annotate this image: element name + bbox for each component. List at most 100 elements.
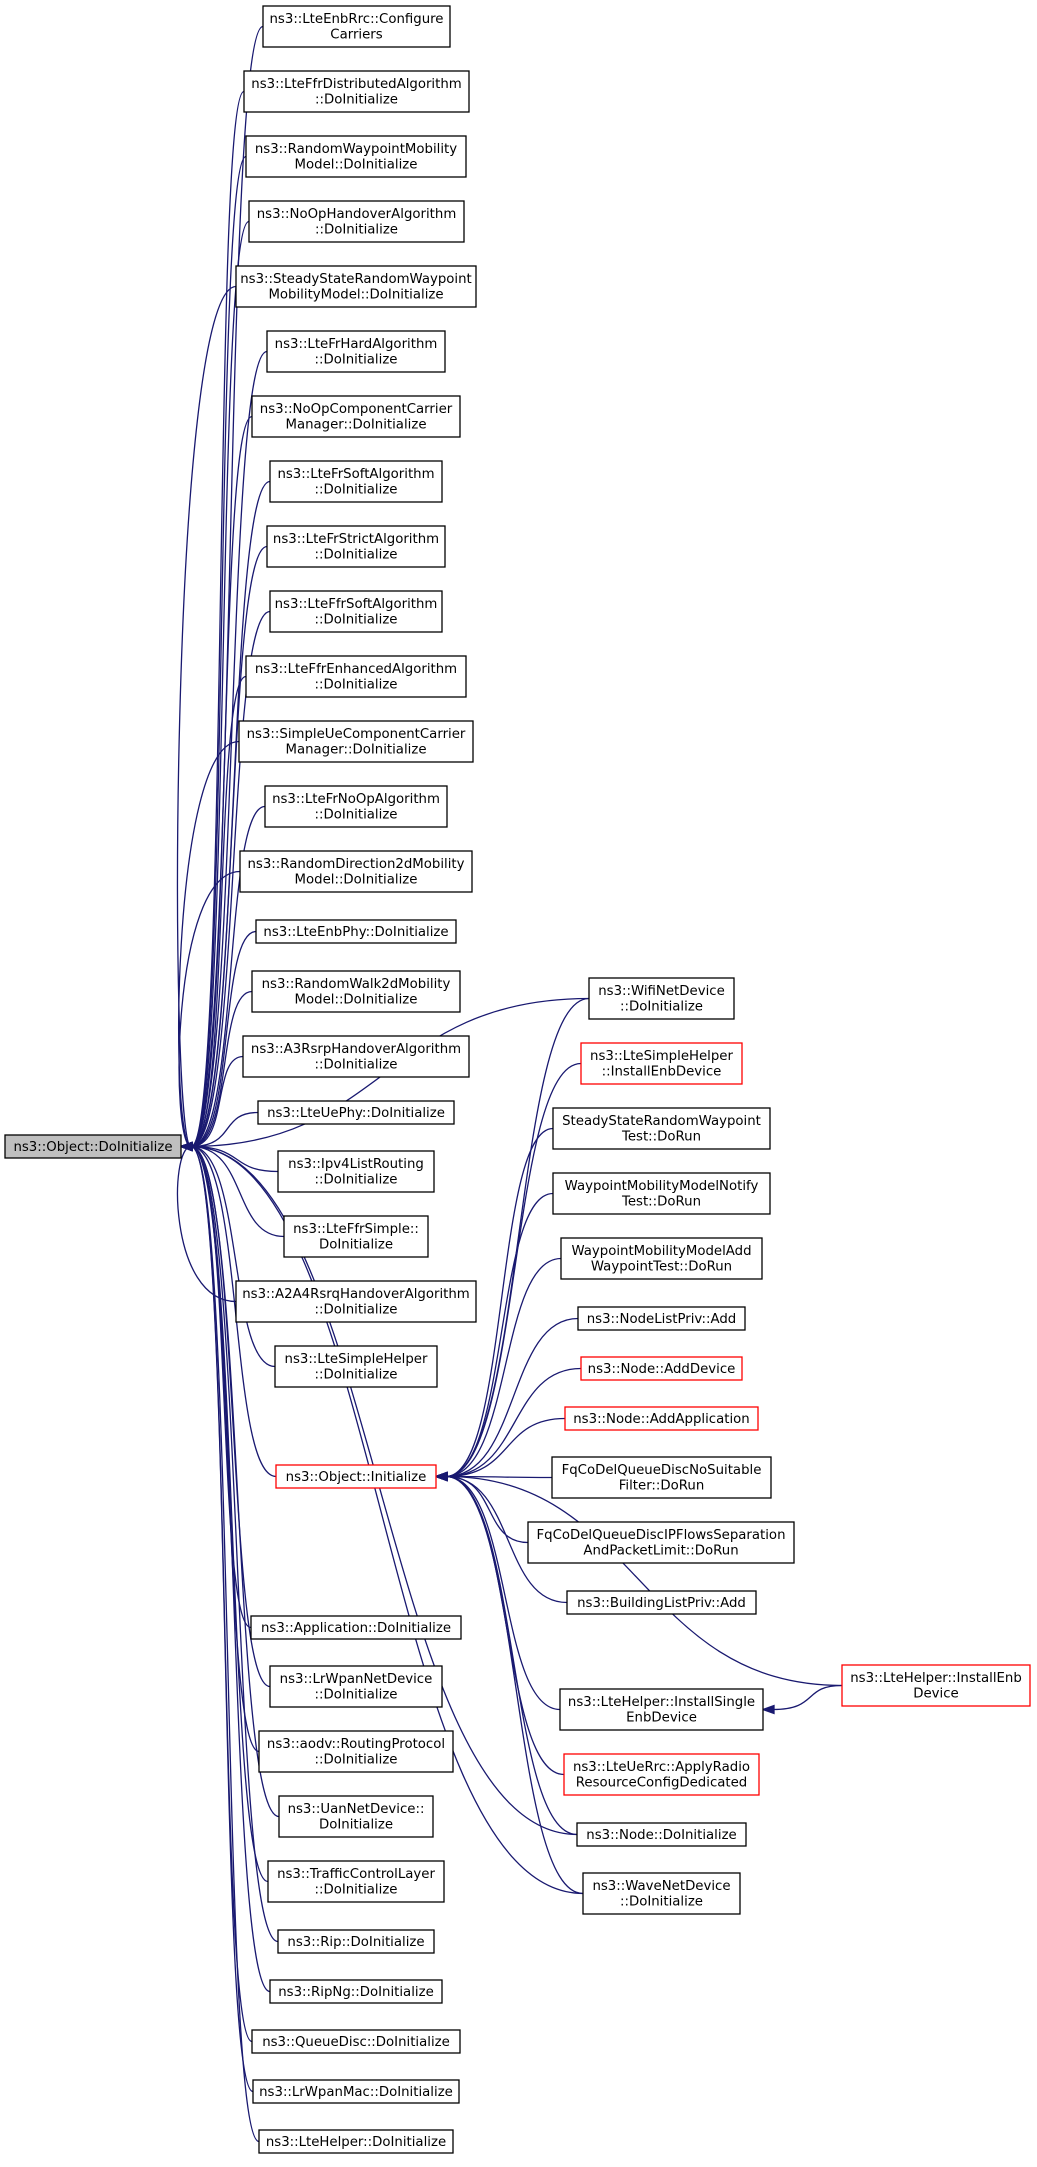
node-ns3-randomwalk2dmobility-model-doinitialize[interactable]: ns3::RandomWalk2dMobilityModel::DoInitia… <box>251 970 461 1013</box>
node-box[interactable] <box>274 1345 438 1388</box>
node-ns3-rip-doinitialize[interactable]: ns3::Rip::DoInitialize <box>277 1929 435 1954</box>
node-box[interactable] <box>278 1795 434 1838</box>
node-box[interactable] <box>266 330 446 373</box>
node-box[interactable] <box>552 1172 771 1215</box>
node-ns3-noopcomponentcarrier-manager-doinitialize[interactable]: ns3::NoOpComponentCarrierManager::DoInit… <box>251 395 461 438</box>
node-box[interactable] <box>258 2129 454 2154</box>
node-ns3-object-doinitialize[interactable]: ns3::Object::DoInitialize <box>4 1134 182 1159</box>
node-box[interactable] <box>269 1979 443 2004</box>
node-fqcodelqueuediscipflowsseparation-andpacketlimit-dorun[interactable]: FqCoDelQueueDiscIPFlowsSeparationAndPack… <box>527 1521 795 1564</box>
node-box[interactable] <box>250 1615 462 1640</box>
node-box[interactable] <box>238 720 474 763</box>
node-ns3-node-addapplication[interactable]: ns3::Node::AddApplication <box>564 1406 759 1431</box>
node-ns3-node-adddevice[interactable]: ns3::Node::AddDevice <box>580 1356 743 1381</box>
node-box[interactable] <box>580 1356 743 1381</box>
node-box[interactable] <box>564 1406 759 1431</box>
node-box[interactable] <box>251 2029 461 2054</box>
node-ns3-lrwpannetdevice-doinitialize[interactable]: ns3::LrWpanNetDevice::DoInitialize <box>269 1665 443 1708</box>
node-box[interactable] <box>566 1590 757 1615</box>
node-box[interactable] <box>262 5 451 48</box>
node-ns3-steadystaterandomwaypoint-mobilitymodel-doinitialize[interactable]: ns3::SteadyStateRandomWaypointMobilityMo… <box>235 265 477 308</box>
node-ns3-ltehelper-installenb-device[interactable]: ns3::LteHelper::InstallEnbDevice <box>841 1664 1031 1707</box>
node-box[interactable] <box>588 977 735 1020</box>
node-box[interactable] <box>275 1464 437 1489</box>
node-ns3-node-doinitialize[interactable]: ns3::Node::DoInitialize <box>576 1822 747 1847</box>
node-box[interactable] <box>267 1860 445 1903</box>
node-waypointmobilitymodeladd-waypointtest-dorun[interactable]: WaypointMobilityModelAddWaypointTest::Do… <box>560 1237 763 1280</box>
node-ns3-ltesimplehelper-installenbdevice[interactable]: ns3::LteSimpleHelper::InstallEnbDevice <box>580 1042 743 1085</box>
node-box[interactable] <box>235 265 477 308</box>
node-box[interactable] <box>582 1872 741 1915</box>
node-box[interactable] <box>269 460 443 503</box>
node-box[interactable] <box>277 1929 435 1954</box>
node-ns3-ltefrsoftalgorithm-doinitialize[interactable]: ns3::LteFrSoftAlgorithm::DoInitialize <box>269 460 443 503</box>
node-ns3-simpleuecomponentcarrier-manager-doinitialize[interactable]: ns3::SimpleUeComponentCarrierManager::Do… <box>238 720 474 763</box>
node-ns3-uannetdevice-doinitialize[interactable]: ns3::UanNetDevice::DoInitialize <box>278 1795 434 1838</box>
node-box[interactable] <box>245 135 467 178</box>
node-box[interactable] <box>251 395 461 438</box>
node-box[interactable] <box>551 1456 772 1499</box>
node-box[interactable] <box>264 785 448 828</box>
node-box[interactable] <box>4 1134 182 1159</box>
node-box[interactable] <box>245 655 467 698</box>
node-box[interactable] <box>560 1237 763 1280</box>
node-ns3-ltefrnoopalgorithm-doinitialize[interactable]: ns3::LteFrNoOpAlgorithm::DoInitialize <box>264 785 448 828</box>
node-ns3-ripng-doinitialize[interactable]: ns3::RipNg::DoInitialize <box>269 1979 443 2004</box>
node-box[interactable] <box>277 1150 435 1193</box>
node-box[interactable] <box>269 590 443 633</box>
node-box[interactable] <box>841 1664 1031 1707</box>
node-box[interactable] <box>527 1521 795 1564</box>
node-ns3-wavenetdevice-doinitialize[interactable]: ns3::WaveNetDevice::DoInitialize <box>582 1872 741 1915</box>
node-ns3-noophandoveralgorithm-doinitialize[interactable]: ns3::NoOpHandoverAlgorithm::DoInitialize <box>248 200 465 243</box>
node-ns3-lteenbphy-doinitialize[interactable]: ns3::LteEnbPhy::DoInitialize <box>255 919 457 944</box>
node-ns3-application-doinitialize[interactable]: ns3::Application::DoInitialize <box>250 1615 462 1640</box>
node-ns3-randomdirection2dmobility-model-doinitialize[interactable]: ns3::RandomDirection2dMobilityModel::DoI… <box>239 850 473 893</box>
node-ns3-lteffrsimple-doinitialize[interactable]: ns3::LteFfrSimple::DoInitialize <box>283 1215 429 1258</box>
node-box[interactable] <box>552 1107 771 1150</box>
node-ns3-object-initialize[interactable]: ns3::Object::Initialize <box>275 1464 437 1489</box>
node-box[interactable] <box>580 1042 743 1085</box>
node-ns3-randomwaypointmobility-model-doinitialize[interactable]: ns3::RandomWaypointMobilityModel::DoInit… <box>245 135 467 178</box>
node-box[interactable] <box>257 1100 455 1125</box>
node-box[interactable] <box>269 1665 443 1708</box>
node-ns3-ipv4listrouting-doinitialize[interactable]: ns3::Ipv4ListRouting::DoInitialize <box>277 1150 435 1193</box>
node-box[interactable] <box>577 1306 746 1331</box>
node-box[interactable] <box>258 1730 454 1773</box>
node-box[interactable] <box>283 1215 429 1258</box>
node-ns3-nodelistpriv-add[interactable]: ns3::NodeListPriv::Add <box>577 1306 746 1331</box>
node-ns3-ltefrstrictalgorithm-doinitialize[interactable]: ns3::LteFrStrictAlgorithm::DoInitialize <box>266 525 446 568</box>
node-box[interactable] <box>242 1035 470 1078</box>
node-ns3-lteffrdistributedalgorithm-doinitialize[interactable]: ns3::LteFfrDistributedAlgorithm::DoIniti… <box>243 70 470 113</box>
node-ns3-ltehelper-doinitialize[interactable]: ns3::LteHelper::DoInitialize <box>258 2129 454 2154</box>
node-ns3-queuedisc-doinitialize[interactable]: ns3::QueueDisc::DoInitialize <box>251 2029 461 2054</box>
node-ns3-lteffrenhancedalgorithm-doinitialize[interactable]: ns3::LteFfrEnhancedAlgorithm::DoInitiali… <box>245 655 467 698</box>
node-ns3-ltefrhardalgorithm-doinitialize[interactable]: ns3::LteFrHardAlgorithm::DoInitialize <box>266 330 446 373</box>
node-box[interactable] <box>576 1822 747 1847</box>
node-box[interactable] <box>248 200 465 243</box>
node-ns3-lteffrsoftalgorithm-doinitialize[interactable]: ns3::LteFfrSoftAlgorithm::DoInitialize <box>269 590 443 633</box>
node-box[interactable] <box>252 2079 460 2104</box>
node-box[interactable] <box>266 525 446 568</box>
node-box[interactable] <box>251 970 461 1013</box>
node-box[interactable] <box>243 70 470 113</box>
node-ns3-a2a4rsrqhandoveralgorithm-doinitialize[interactable]: ns3::A2A4RsrqHandoverAlgorithm::DoInitia… <box>235 1280 477 1323</box>
node-box[interactable] <box>235 1280 477 1323</box>
node-box[interactable] <box>239 850 473 893</box>
node-ns3-lteuephy-doinitialize[interactable]: ns3::LteUePhy::DoInitialize <box>257 1100 455 1125</box>
node-ns3-ltesimplehelper-doinitialize[interactable]: ns3::LteSimpleHelper::DoInitialize <box>274 1345 438 1388</box>
node-box[interactable] <box>255 919 457 944</box>
node-box[interactable] <box>559 1688 764 1731</box>
node-ns3-wifinetdevice-doinitialize[interactable]: ns3::WifiNetDevice::DoInitialize <box>588 977 735 1020</box>
node-ns3-aodv-routingprotocol-doinitialize[interactable]: ns3::aodv::RoutingProtocol::DoInitialize <box>258 1730 454 1773</box>
node-ns3-a3rsrphandoveralgorithm-doinitialize[interactable]: ns3::A3RsrpHandoverAlgorithm::DoInitiali… <box>242 1035 470 1078</box>
node-ns3-trafficcontrollayer-doinitialize[interactable]: ns3::TrafficControlLayer::DoInitialize <box>267 1860 445 1903</box>
node-ns3-lrwpanmac-doinitialize[interactable]: ns3::LrWpanMac::DoInitialize <box>252 2079 460 2104</box>
node-ns3-buildinglistpriv-add[interactable]: ns3::BuildingListPriv::Add <box>566 1590 757 1615</box>
node-box[interactable] <box>563 1753 760 1796</box>
node-ns3-lteuerrc-applyradio-resourceconfigdedicated[interactable]: ns3::LteUeRrc::ApplyRadioResourceConfigD… <box>563 1753 760 1796</box>
